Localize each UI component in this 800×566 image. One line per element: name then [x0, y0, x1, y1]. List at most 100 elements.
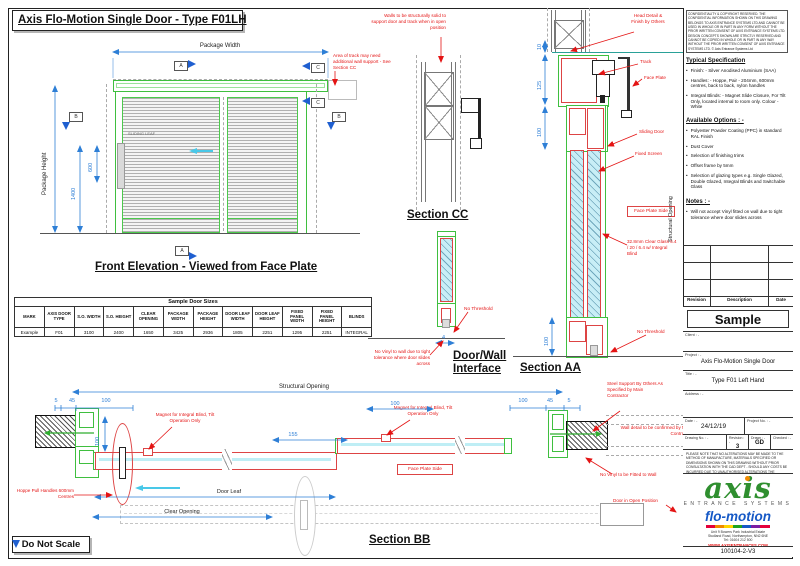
spec-item: •Finish: - Silver Anodised Aluminium (SA… [686, 68, 788, 74]
track-support-zone [328, 80, 357, 100]
sliding-leaf-panel [122, 97, 220, 219]
address-line-1: Unit 9 Bowers Park Industrial Estate [710, 529, 766, 534]
drawing-title: Axis Flo-Motion Single Door - Type F01LH [12, 10, 247, 31]
col-package-height: PACKAGE HEIGHT [192, 306, 224, 328]
project-label: Project : - [685, 353, 702, 357]
project-no-label: Project No. : - [747, 419, 771, 423]
cell-package-width: 3425 [162, 327, 194, 337]
cell-so-width: 3100 [73, 327, 105, 337]
revision-cell [769, 280, 793, 296]
revision-label: Revision : - [729, 436, 745, 444]
bb-door-leaf-label: Door Leaf [216, 489, 242, 495]
option-item-text: Selection of glazing types e.g. Single G… [690, 172, 786, 190]
aa-track-label: Track [640, 59, 652, 64]
bb-door-open-note: Door in Open Position [613, 498, 658, 503]
bb-steel-support-note: Steel Support By Others As Specified by … [607, 381, 663, 398]
bb-left-frame-inner-2 [79, 450, 94, 464]
bullet-icon: • [686, 77, 688, 83]
sample-stamp-cell: Sample [683, 306, 793, 331]
bb-wall-dash-1 [606, 415, 689, 416]
track-support-note: Area of track may need additional wall s… [333, 53, 391, 70]
walls-note: Walls to be structurally solid to suppor… [371, 13, 446, 30]
bb-clear-opening-label: Clear Opening [164, 509, 200, 515]
dim-1400: 1400 [71, 187, 77, 200]
sample-door-sizes-table: Sample Door Sizes MARK AXIS DOOR TYPE S.… [14, 297, 372, 337]
col-so-width: S.O. WIDTH [73, 306, 105, 328]
table-data-row: Example F01 3100 2400 1650 3425 2936 180… [14, 327, 372, 337]
drawing-number-cell: 100104-2-V3 [683, 546, 793, 557]
title-value: Type F01 Left Hand [711, 378, 765, 384]
panel-split-dash [223, 97, 224, 231]
do-not-scale-box: Do Not Scale [12, 536, 90, 553]
col-fixed-panel-width: FIXED PANEL WIDTH [281, 306, 313, 328]
bb-dim-5-left: 5 [54, 398, 58, 404]
revision-header-row: Revision Description Date [683, 297, 793, 306]
aa-face-plate-top [618, 57, 630, 59]
wall-dash-right [316, 84, 317, 233]
bullet-icon: • [686, 163, 688, 169]
spec-item-text: Integral Blinds: - Magnet Slide Closure,… [690, 93, 786, 110]
bb-dim-45-left: 45 [68, 398, 76, 404]
track-dashed-line [113, 79, 328, 80]
revision-cell [711, 263, 769, 279]
project-no-cell: Project No. : - [745, 418, 793, 434]
aa-bottom-inner-1 [569, 321, 586, 342]
bb-wall-detail-note: Wall detail to be confirmed by Main Cont… [620, 425, 692, 436]
cell-so-height: 2400 [103, 327, 134, 337]
note-item: •Will not accept Vinyl fitted on wall du… [686, 209, 788, 220]
aa-glass-note: 32.8mm Clear Glass 6.4 / 20 / 6.4 w/ Int… [627, 239, 677, 256]
aa-floor-line [513, 356, 690, 357]
aa-face-plate-bar [627, 57, 630, 112]
revision-row [683, 263, 793, 280]
package-width-label: Package Width [199, 43, 241, 49]
project-cell: Project : - Axis Flo-Motion Single Door [683, 351, 793, 370]
bb-magnet-1 [143, 448, 153, 456]
option-item: •Offset frame by 5mm [686, 163, 788, 169]
dw-no-threshold-note: No Threshold [464, 307, 493, 312]
revision-cell [711, 280, 769, 296]
bb-dim-100-right: 100 [518, 398, 528, 404]
client-cell: Client : - [683, 331, 793, 351]
aa-wall-brace [554, 20, 584, 49]
date-cell: Date : - 24/12/19 [683, 418, 745, 434]
bullet-icon: • [686, 143, 688, 149]
dw-floor-guide [442, 319, 450, 328]
bb-face-plate-side-tag: Face Plate Side [397, 464, 453, 475]
dw-glass [440, 238, 453, 302]
cell-blinds: INTEGRAL [341, 327, 372, 337]
bb-magnet-note-2: Magnet for Integral Blind, Tilt Operatio… [393, 405, 453, 416]
date-label: Date : - [685, 419, 698, 423]
door-wall-title-2: Interface [453, 363, 501, 375]
aa-track-mech-foot [600, 95, 605, 103]
cell-fixed-panel-height: 2251 [311, 327, 343, 337]
option-item-text: Dust Cover [690, 143, 714, 149]
aa-track-mech-top [592, 60, 615, 75]
aa-dim-125: 125 [537, 80, 543, 90]
notes-title: Notes : - [686, 199, 710, 206]
axis-logo-dot-icon [745, 476, 750, 481]
address-line-2: Studland Road, Northampton, NN2 6NE [707, 533, 769, 538]
project-value: Axis Flo-Motion Single Door [700, 359, 776, 365]
option-item-text: Offset frame by 5mm [690, 163, 734, 169]
cc-centerline-left [416, 55, 417, 210]
cell-mark: Example [14, 327, 45, 337]
bb-left-wall [35, 415, 77, 448]
client-label: Client : - [685, 333, 700, 337]
aa-head-line [552, 52, 690, 53]
bb-wall-dash-4 [606, 455, 689, 456]
section-bb-title: Section BB [369, 534, 431, 546]
bullet-icon: • [686, 209, 688, 215]
revision-header: Date [776, 297, 786, 302]
bb-right-frame-inner [552, 414, 564, 430]
cell-package-height: 2936 [192, 327, 224, 337]
col-type: AXIS DOOR TYPE [43, 306, 75, 328]
bullet-icon: • [686, 128, 688, 134]
dw-vinyl-note: No Vinyl to wall due to tight tolerance … [373, 349, 430, 366]
aa-head-detail-note: Head Detail & Finish by Others [631, 13, 665, 24]
cc-track-bracket-bottom [470, 138, 482, 149]
option-item-text: Polyester Powder Coating (PPC) in standa… [690, 128, 782, 139]
entrance-systems-label: ENTRANCE SYSTEMS [683, 501, 793, 507]
date-value: 24/12/19 [700, 423, 727, 430]
option-item: •Dust Cover [686, 144, 788, 150]
fixed-panel [227, 97, 298, 219]
